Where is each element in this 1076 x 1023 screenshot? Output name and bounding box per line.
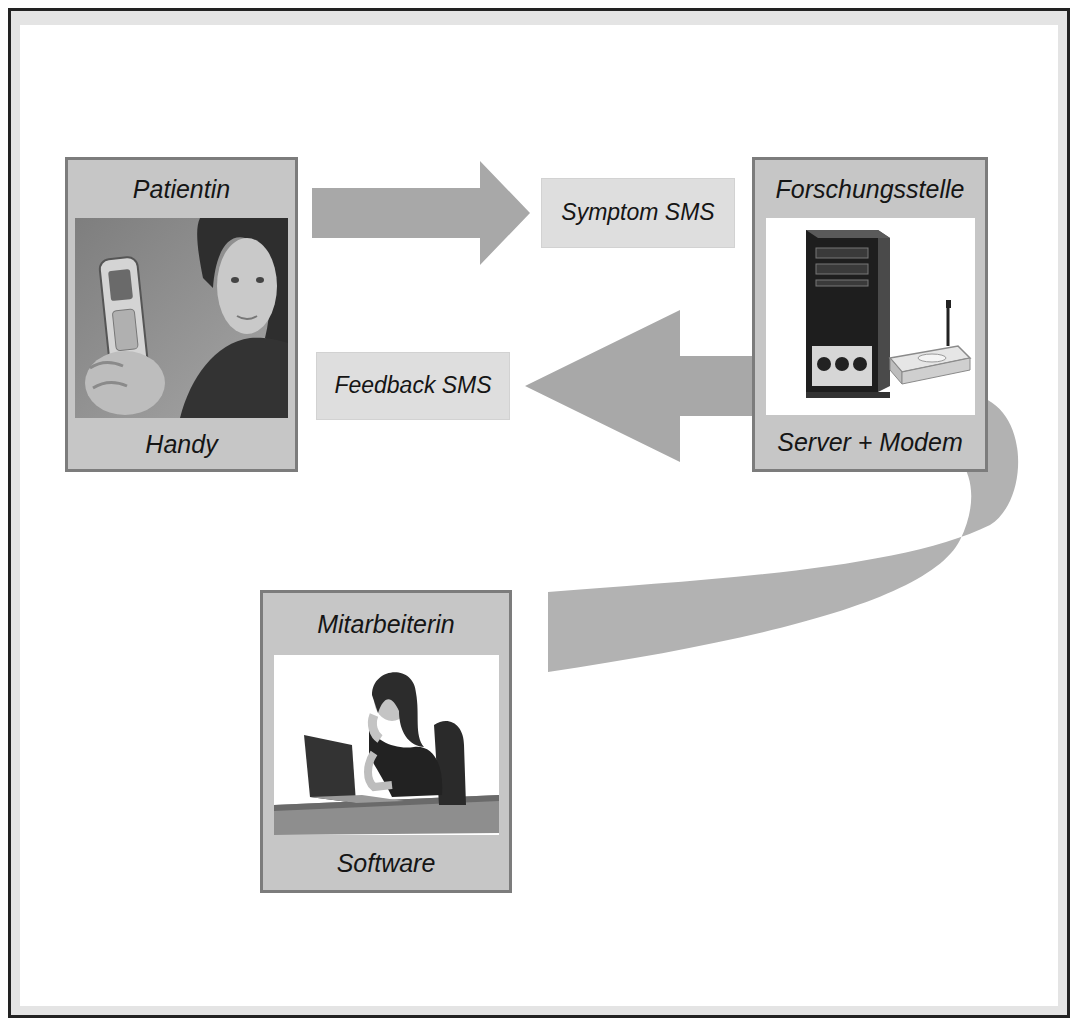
block-arrow — [312, 161, 530, 265]
block-arrow — [525, 310, 754, 462]
actor-box: MitarbeiterinSoftware — [260, 590, 512, 893]
flow-band — [548, 395, 1018, 672]
actor-box: PatientinHandy — [65, 157, 298, 472]
box-heading: Patientin — [133, 174, 230, 204]
staff-photo — [274, 655, 499, 835]
box-caption: Server + Modem — [777, 427, 963, 457]
message-box: Feedback SMS — [316, 352, 510, 420]
box-caption: Software — [337, 848, 436, 878]
box-caption: Handy — [145, 429, 217, 459]
server-modem-photo — [766, 218, 975, 415]
message-box: Symptom SMS — [541, 178, 735, 248]
box-heading: Forschungsstelle — [776, 174, 965, 204]
patient-photo — [75, 218, 288, 418]
box-heading: Mitarbeiterin — [317, 609, 455, 639]
box-heading: Symptom SMS — [561, 199, 714, 227]
actor-box: ForschungsstelleServer + Modem — [752, 157, 988, 472]
box-heading: Feedback SMS — [334, 372, 491, 400]
